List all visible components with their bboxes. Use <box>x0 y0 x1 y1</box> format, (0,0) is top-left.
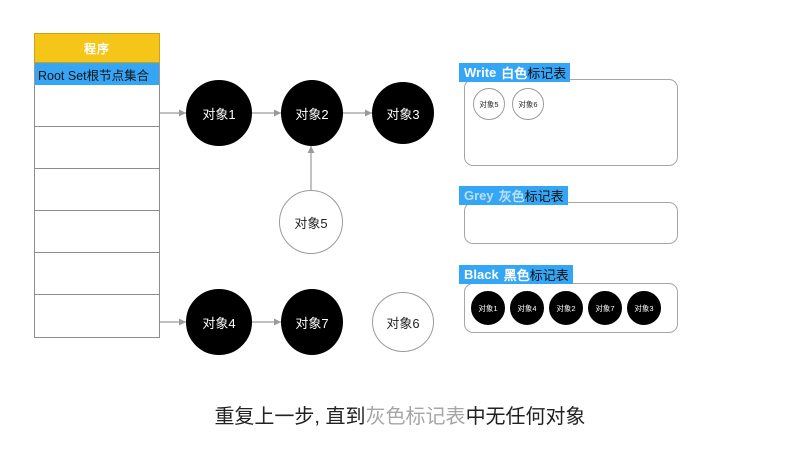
black-panel-header-color: 黑色 <box>503 268 530 283</box>
grey-mark-table-panel: Grey 灰色 标记表 <box>459 186 678 246</box>
black-panel-header-en: Black <box>464 267 499 282</box>
mark-chip-obj5[interactable]: 对象5 <box>473 88 505 120</box>
root-set-row <box>35 295 159 337</box>
grey-panel-header-color: 灰色 <box>498 189 525 204</box>
graph-node-label: 对象4 <box>202 315 236 331</box>
write-mark-table-panel: Write 白色 标记表 对象5 对象6 <box>459 63 678 168</box>
root-set-row <box>35 211 159 253</box>
graph-node-obj2[interactable]: 对象2 <box>281 80 343 146</box>
write-panel-header-rest: 标记表 <box>527 66 567 81</box>
mark-chip-obj7[interactable]: 对象7 <box>588 291 622 325</box>
graph-node-obj5[interactable]: 对象5 <box>279 190 343 254</box>
graph-node-label: 对象2 <box>295 106 329 122</box>
mark-chip-label: 对象5 <box>479 99 499 109</box>
root-set-table: 程序 Root Set根节点集合 <box>34 33 160 338</box>
black-panel-items: 对象1 对象4 对象2 对象7 对象3 <box>471 291 661 325</box>
mark-chip-obj4[interactable]: 对象4 <box>510 291 544 325</box>
grey-panel-header-en: Grey <box>464 188 494 203</box>
mark-chip-label: 对象2 <box>556 303 576 313</box>
mark-chip-obj6[interactable]: 对象6 <box>512 88 544 120</box>
black-mark-table-panel: Black 黑色 标记表 对象1 对象4 对象2 对象7 对象3 <box>459 265 678 335</box>
mark-chip-label: 对象7 <box>595 303 615 313</box>
black-panel-header: Black 黑色 标记表 <box>459 265 573 284</box>
mark-chip-label: 对象1 <box>478 303 498 313</box>
graph-node-obj7[interactable]: 对象7 <box>281 289 343 355</box>
graph-node-label: 对象1 <box>202 106 236 122</box>
program-header: 程序 <box>34 33 160 63</box>
graph-node-obj6[interactable]: 对象6 <box>372 292 434 352</box>
grey-panel-header-rest: 标记表 <box>524 189 564 204</box>
write-panel-items: 对象5 对象6 <box>473 88 544 120</box>
graph-node-label: 对象5 <box>294 215 328 231</box>
root-set-row <box>35 127 159 169</box>
grey-panel-box <box>464 202 678 244</box>
write-panel-header-en: Write <box>464 65 497 80</box>
mark-chip-obj2[interactable]: 对象2 <box>549 291 583 325</box>
mark-chip-obj1[interactable]: 对象1 <box>471 291 505 325</box>
mark-chip-obj3[interactable]: 对象3 <box>627 291 661 325</box>
caption-part2: 中无任何对象 <box>465 406 586 428</box>
graph-node-obj1[interactable]: 对象1 <box>186 80 252 146</box>
root-set-rows <box>34 85 160 338</box>
grey-panel-header: Grey 灰色 标记表 <box>459 186 568 205</box>
mark-chip-label: 对象6 <box>518 99 538 109</box>
write-panel-header-color: 白色 <box>501 66 528 81</box>
mark-chip-label: 对象4 <box>517 303 537 313</box>
caption-text: 重复上一步, 直到灰色标记表中无任何对象 <box>0 400 800 429</box>
graph-node-label: 对象7 <box>295 315 329 331</box>
root-set-row <box>35 253 159 295</box>
graph-node-label: 对象3 <box>386 106 420 122</box>
root-set-row <box>35 85 159 127</box>
mark-chip-label: 对象3 <box>634 303 654 313</box>
write-panel-header: Write 白色 标记表 <box>459 63 571 82</box>
caption-highlight: 灰色标记表 <box>365 406 466 428</box>
graph-node-obj4[interactable]: 对象4 <box>186 289 252 355</box>
root-set-label: Root Set根节点集合 <box>34 63 160 85</box>
graph-node-label: 对象6 <box>386 315 420 331</box>
graph-node-obj3[interactable]: 对象3 <box>372 82 434 144</box>
caption-part1: 重复上一步, 直到 <box>214 406 366 428</box>
root-set-row <box>35 169 159 211</box>
black-panel-header-rest: 标记表 <box>529 268 569 283</box>
